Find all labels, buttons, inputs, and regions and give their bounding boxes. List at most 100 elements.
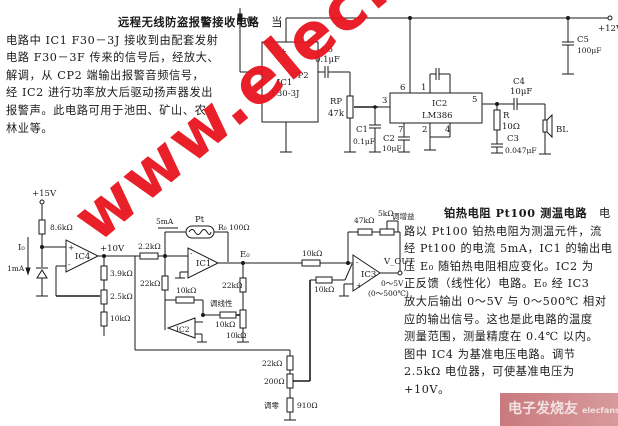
ic2-pin1: 1 — [421, 83, 426, 93]
antenna-label: W — [246, 17, 255, 27]
speaker-label: BL — [556, 125, 568, 135]
ic2-pin6: 6 — [400, 83, 405, 93]
svg-text:-: - — [190, 249, 193, 258]
circuit1-schematic: W + IC1 F30-3J CP2 +12V C6 0.1μF RP 47k — [237, 8, 618, 155]
pt-label: Pt — [195, 215, 205, 225]
rp-name: RP — [330, 97, 342, 107]
ic3-opamp — [352, 254, 381, 292]
ic2-opamp — [166, 317, 196, 339]
current-label: 5mA — [156, 217, 174, 226]
circuit1-description: 远程无线防盗报警接收电路 当 电路中 IC1 F30－3J 接收到由配套发射 电… — [6, 14, 284, 137]
c4-name: C4 — [513, 77, 525, 87]
supply-12v: +12V — [598, 24, 618, 34]
ic2-pin5: 5 — [472, 95, 477, 105]
c2-value: 10μF — [382, 144, 402, 153]
desc1-line: 经 IC2 进行功率放大后驱动扬声器发出 — [6, 86, 214, 100]
desc2-line: 图中 IC4 为基准电压电路。调节 — [404, 347, 576, 361]
pt100-sensor-icon — [185, 225, 215, 239]
linearity-label: 调线性 — [210, 298, 233, 308]
desc2-line: 应的输出信号。这也是此电路的温度 — [404, 312, 593, 326]
circuit2-schematic: +15V 8.6kΩ I₀ 1mA + - IC4 +10V 3.9kΩ — [7, 189, 415, 421]
circuit1-title: 远程无线防盗报警接收电路 — [118, 15, 260, 29]
rp-value: 47k — [328, 109, 345, 119]
r-22k-fb: 22kΩ — [140, 279, 160, 288]
c5-value: 100μF — [577, 46, 601, 55]
i0-value: 1mA — [7, 264, 25, 273]
ic1-name: IC1 — [277, 78, 292, 88]
supply-15v: +15V — [32, 189, 57, 199]
desc1-line: 解调，从 CP2 端输出报警音频信号， — [6, 68, 205, 82]
circuit2-description: 铂热电阻 Pt100 测温电路 电 路以 Pt100 铂热电阻为测温元件，流 经… — [404, 205, 618, 399]
zero-label: 调零 — [264, 401, 279, 410]
ic2-pin4: 4 — [445, 125, 450, 135]
r-name: R — [503, 111, 510, 121]
ic2-box — [389, 92, 483, 124]
c3-name: C3 — [507, 134, 519, 144]
r-22k-in: 2.2kΩ — [138, 242, 161, 251]
ic2-name: IC2 — [432, 99, 447, 109]
r-22k-e0: 22kΩ — [222, 281, 242, 290]
c1-name: C1 — [356, 125, 368, 135]
svg-text:+: + — [68, 243, 74, 252]
ic2-pin7: 7 — [398, 125, 403, 135]
desc2-line: 压 E₀ 随铂热电阻相应变化。IC2 为 — [404, 259, 594, 273]
desc2-line: 正反馈（线性化）电路。E₀ 经 IC3 — [404, 277, 590, 291]
desc1-line: 林业等。 — [6, 121, 54, 135]
r-39k: 3.9kΩ — [110, 269, 133, 278]
r-10k-c: 10kΩ — [215, 320, 235, 329]
r-47k: 47kΩ — [354, 216, 374, 225]
r-910: 910Ω — [297, 401, 318, 410]
v10-label: +10V — [100, 244, 125, 254]
desc2-line: +10V。 — [404, 382, 450, 396]
c4-value: 10μF — [510, 87, 532, 97]
ic1-opamp — [187, 247, 220, 279]
c1-value: 0.1μF — [353, 137, 375, 146]
svg-text:-: - — [356, 258, 359, 267]
c2-name: C2 — [383, 134, 395, 144]
ic1-name: IC1 — [196, 259, 211, 269]
r-5k: 5kΩ — [378, 209, 394, 218]
circuit2-title-line: 铂热电阻 Pt100 测温电路 电 — [444, 206, 611, 220]
rp-potentiometer — [346, 95, 354, 119]
c6-name: C6 — [321, 45, 333, 55]
ic4-name: IC4 — [75, 252, 90, 262]
speaker-icon — [542, 113, 553, 139]
ic1-box — [261, 41, 319, 123]
ic2-part: LM386 — [422, 111, 453, 121]
temp-range: (0～500℃) — [368, 289, 409, 298]
r-25k: 2.5kΩ — [110, 292, 133, 301]
ic1-plus: + — [280, 47, 287, 57]
r-200: 200Ω — [264, 377, 285, 386]
ic2-pin3: 3 — [382, 96, 387, 106]
r0-label: R₀ 100Ω — [218, 223, 250, 232]
desc1-line: 电路 F30－3F 传来的信号后，经放大、 — [6, 51, 220, 65]
circuit1-title-line: 远程无线防盗报警接收电路 当 — [118, 15, 284, 29]
e0-label: E₀ — [240, 250, 250, 260]
gain-label: 调增益 — [392, 211, 415, 221]
site-badge: 电子发烧友 elecfans.com — [500, 393, 618, 426]
c3-value: 0.047μF — [505, 146, 537, 155]
desc2-line: 测量范围，测量精度在 0.4℃ 以内。 — [404, 330, 599, 344]
r-10k-d: 10kΩ — [226, 331, 246, 340]
r-10k-b: 10kΩ — [176, 286, 196, 295]
ic1-cp2: CP2 — [291, 71, 309, 81]
c5-name: C5 — [577, 35, 589, 45]
zener-diode-icon — [36, 267, 48, 279]
ic2-name: IC2 — [176, 325, 190, 334]
ic4-opamp — [65, 239, 100, 273]
r-22k-zero: 22kΩ — [262, 359, 282, 368]
svg-text:+: + — [356, 281, 362, 290]
vout-range: 0～5V — [381, 279, 404, 288]
r-value: 10Ω — [502, 122, 520, 132]
badge-sub: elecfans.com — [582, 406, 618, 415]
r-10k-in1: 10kΩ — [302, 249, 322, 258]
badge-text: 电子发烧友 — [508, 401, 578, 417]
ic3-name: IC3 — [361, 270, 376, 280]
r-10k-in2: 10kΩ — [314, 285, 334, 294]
r-resistor — [493, 109, 501, 131]
circuit2-title: 铂热电阻 Pt100 测温电路 — [444, 206, 588, 220]
svg-text:-: - — [68, 260, 71, 269]
vout-label: V_OUT — [383, 257, 415, 267]
r-10k-a: 10kΩ — [110, 314, 130, 323]
